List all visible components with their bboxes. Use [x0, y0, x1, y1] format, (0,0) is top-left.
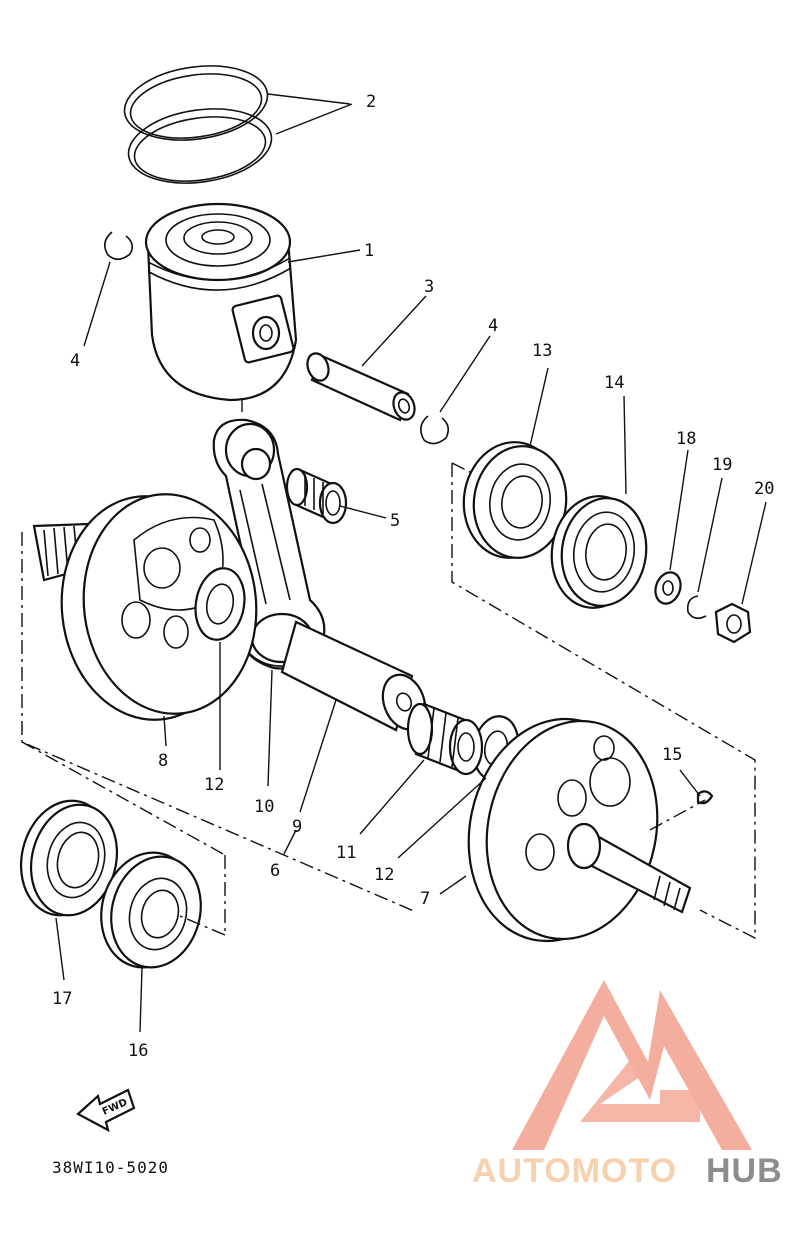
washer-18 [654, 571, 682, 605]
label-4-right: 4 [488, 316, 498, 336]
drawing-code: 38WI10-5020 [52, 1158, 169, 1177]
label-5: 5 [390, 511, 400, 531]
label-17: 17 [52, 989, 72, 1009]
assembly-lines [21, 400, 756, 940]
piston-rings [123, 65, 273, 184]
label-14: 14 [604, 373, 624, 393]
label-10: 10 [254, 797, 274, 817]
piston [144, 202, 298, 402]
label-9: 9 [292, 817, 302, 837]
label-7: 7 [420, 889, 430, 909]
woodruff-key [696, 790, 714, 805]
piston-pin-clips [104, 231, 450, 445]
label-12-center: 12 [374, 865, 394, 885]
nut-20 [714, 602, 752, 644]
label-4-left: 4 [70, 351, 80, 371]
label-19: 19 [712, 455, 732, 475]
label-2: 2 [366, 92, 376, 112]
label-20: 20 [754, 479, 774, 499]
label-8: 8 [158, 751, 168, 771]
bearing-16 [100, 851, 202, 969]
crank-wheel-right [467, 717, 692, 943]
big-end-bearing [406, 702, 484, 776]
label-15: 15 [662, 745, 682, 765]
label-16: 16 [128, 1041, 148, 1061]
label-18: 18 [676, 429, 696, 449]
watermark-text-automoto: AUTOMOTO [472, 1152, 677, 1190]
piston-pin [306, 352, 416, 422]
watermark-logo: AUTOMOTO HUB [472, 980, 783, 1190]
oil-seal-17 [19, 799, 119, 917]
fwd-arrow: FWD [76, 1088, 136, 1133]
small-end-bearing [285, 467, 348, 525]
label-6: 6 [270, 861, 280, 881]
label-13: 13 [532, 341, 552, 361]
watermark-text-hub: HUB [706, 1152, 783, 1190]
leader-lines [55, 93, 767, 1033]
label-3: 3 [424, 277, 434, 297]
part-number-labels: 2 1 3 4 4 5 6 7 8 9 10 11 12 12 12 13 14… [52, 92, 774, 1061]
bearing-13 [462, 441, 568, 559]
crank-wheel-left [32, 493, 258, 721]
label-12-left: 12 [204, 775, 224, 795]
circlip-19 [686, 595, 707, 620]
label-11: 11 [336, 843, 356, 863]
bearing-14 [550, 495, 648, 609]
label-1: 1 [364, 241, 374, 261]
